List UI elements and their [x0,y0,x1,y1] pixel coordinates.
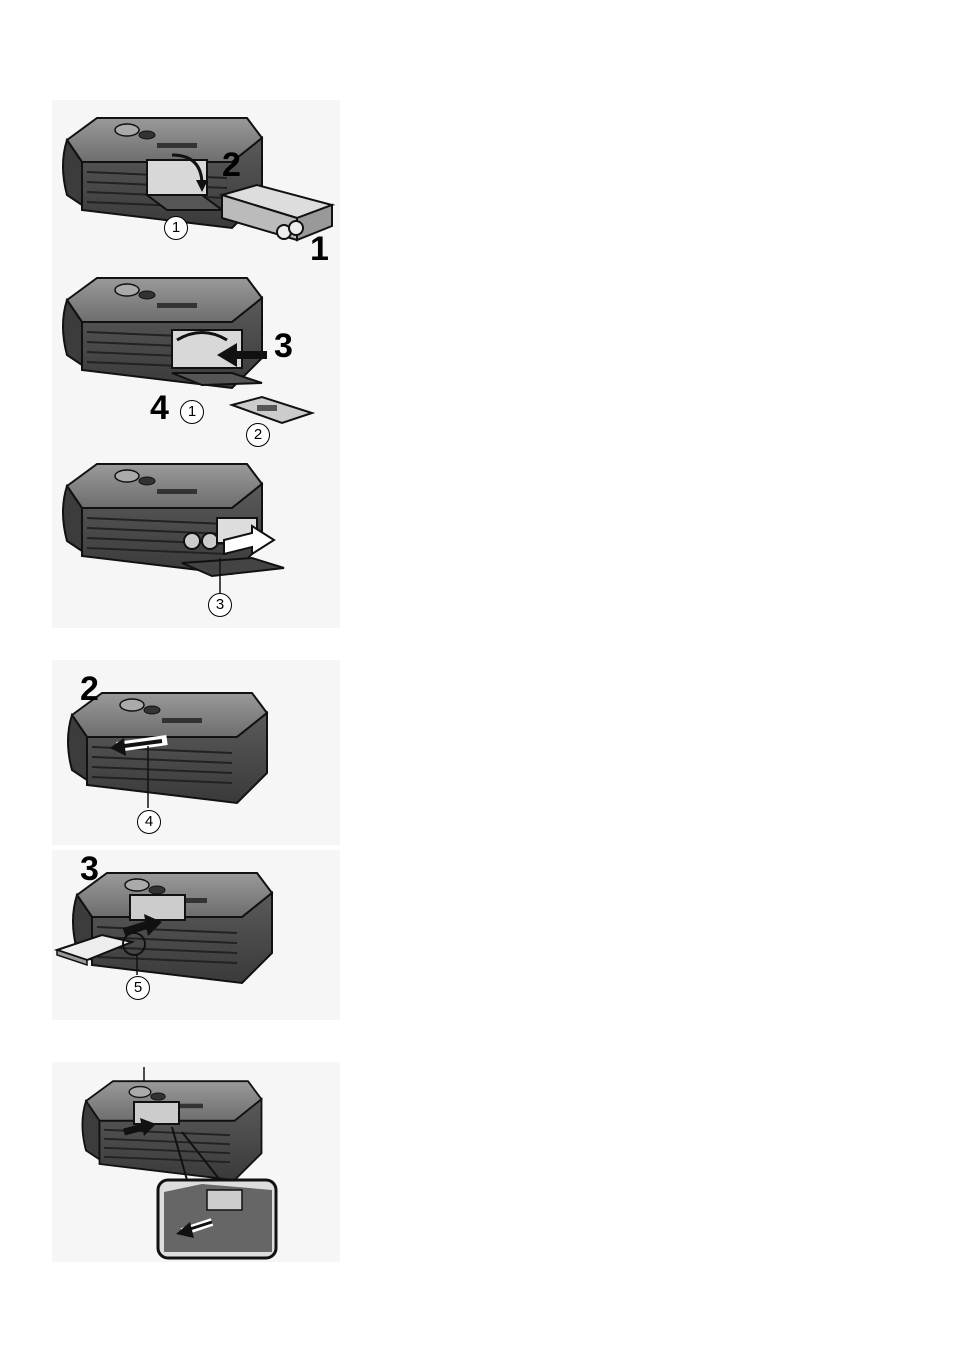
figure-battery-remove: 2 1 1 [52,100,340,272]
step-number: 2 [222,148,241,182]
battery-cover-illustration [232,397,312,423]
camera-illustration [52,448,340,628]
callout-number: 1 [180,400,204,424]
step-number: 3 [274,329,293,363]
callout-number: 2 [246,423,270,447]
callout-number: 1 [164,216,188,240]
callout-number: 3 [208,593,232,617]
figure-cover-close: 3 [52,448,340,628]
step-number: 4 [150,391,169,425]
step-number: 2 [80,672,99,706]
detail-inset [158,1180,276,1258]
callout-number: 4 [137,810,161,834]
camera-illustration [52,1062,340,1262]
step-number: 3 [80,852,99,886]
figure-card-insert: 3 5 [52,850,340,1020]
camera-illustration [52,100,340,272]
step-number: 1 [310,232,329,266]
figure-card-eject [52,1062,340,1262]
figure-card-door-open: 2 4 [52,660,340,845]
callout-number: 5 [126,976,150,1000]
figure-battery-insert: 3 4 1 2 [52,265,340,450]
